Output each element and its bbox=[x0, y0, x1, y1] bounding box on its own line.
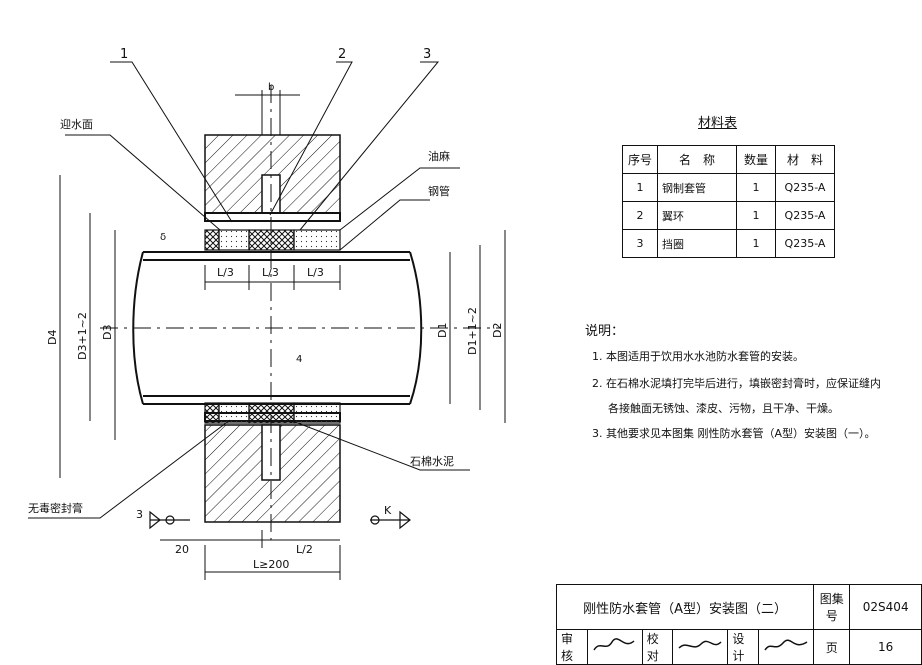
row-qty: 1 bbox=[736, 201, 776, 230]
table-row: 3 挡圈 1 Q235-A bbox=[622, 229, 835, 258]
row-qty: 1 bbox=[736, 173, 776, 202]
materials-table: 序号 名 称 数量 材 料 1 钢制套管 1 Q235-A 2 翼环 1 Q23… bbox=[622, 145, 835, 258]
section-k-label: K bbox=[384, 504, 392, 517]
dim-d1: D1 bbox=[436, 323, 449, 338]
design-signature bbox=[758, 629, 815, 665]
dim-d2: D2 bbox=[491, 323, 504, 338]
note-2-cont: 各接触面无锈蚀、漆皮、污物，且干净、干燥。 bbox=[608, 402, 839, 415]
dim-4: 4 bbox=[296, 354, 302, 365]
dim-delta: δ bbox=[160, 232, 166, 243]
callout-leaders bbox=[28, 61, 470, 519]
header-mat: 材 料 bbox=[775, 145, 835, 174]
callout-1: 1 bbox=[120, 47, 128, 62]
dim-d3p: D3+1~2 bbox=[76, 312, 89, 360]
check-signature-mark bbox=[678, 640, 722, 649]
atlas-no: 02S404 bbox=[849, 584, 922, 630]
row-mat: Q235-A bbox=[775, 201, 835, 230]
review-signature bbox=[586, 629, 643, 665]
table-row: 2 翼环 1 Q235-A bbox=[622, 201, 835, 230]
materials-header: 序号 名 称 数量 材 料 bbox=[622, 145, 835, 174]
header-name: 名 称 bbox=[657, 145, 737, 174]
table-row: 1 钢制套管 1 Q235-A bbox=[622, 173, 835, 202]
row-mat: Q235-A bbox=[775, 173, 835, 202]
notes-title: 说明： bbox=[585, 324, 625, 339]
dimension-lines bbox=[59, 90, 506, 580]
dim-l3-c: L/3 bbox=[307, 266, 324, 279]
dim-l3-a: L/3 bbox=[217, 266, 234, 279]
row-no: 2 bbox=[622, 201, 658, 230]
row-qty: 1 bbox=[736, 229, 776, 258]
design-label: 设计 bbox=[727, 629, 760, 665]
row-name: 钢制套管 bbox=[657, 173, 737, 202]
header-qty: 数量 bbox=[736, 145, 776, 174]
section-3-label: 3 bbox=[136, 508, 143, 521]
dim-l2: L/2 bbox=[296, 543, 313, 556]
atlas-label: 图集号 bbox=[813, 584, 851, 630]
packing-lower bbox=[204, 402, 341, 424]
wall-upper bbox=[204, 134, 341, 214]
drawing-title: 刚性防水套管（A型）安装图（二） bbox=[555, 584, 815, 630]
label-wudu: 无毒密封膏 bbox=[28, 501, 83, 515]
section-marks bbox=[149, 510, 411, 530]
callout-3: 3 bbox=[423, 47, 431, 62]
dim-d4: D4 bbox=[46, 330, 59, 345]
design-signature-mark bbox=[764, 639, 808, 650]
review-signature-mark bbox=[593, 637, 635, 650]
row-no: 3 bbox=[622, 229, 658, 258]
dim-d3: D3 bbox=[101, 325, 114, 340]
check-signature bbox=[672, 629, 729, 665]
dim-d1p: D1+1~2 bbox=[466, 307, 479, 355]
row-name: 翼环 bbox=[657, 201, 737, 230]
packing-upper bbox=[204, 229, 341, 251]
note-1: 1. 本图适用于饮用水水池防水套管的安装。 bbox=[592, 350, 804, 363]
check-label: 校对 bbox=[641, 629, 674, 665]
note-3: 3. 其他要求见本图集 刚性防水套管（A型）安装图（一）。 bbox=[592, 427, 876, 440]
callout-2: 2 bbox=[338, 47, 346, 62]
row-name: 挡圈 bbox=[657, 229, 737, 258]
label-youma: 油麻 bbox=[428, 149, 450, 163]
row-mat: Q235-A bbox=[775, 229, 835, 258]
dim-20: 20 bbox=[175, 543, 189, 556]
wall-lower bbox=[204, 424, 341, 523]
dim-l3-b: L/3 bbox=[262, 266, 279, 279]
row-no: 1 bbox=[622, 173, 658, 202]
header-no: 序号 bbox=[622, 145, 658, 174]
title-block: 刚性防水套管（A型）安装图（二） 图集号 02S404 审核 校对 设计 页 1… bbox=[555, 584, 922, 665]
label-gangguan: 钢管 bbox=[428, 184, 450, 198]
dim-lmin: L≥200 bbox=[253, 558, 289, 571]
dim-b: b bbox=[268, 82, 274, 93]
steel-pipe bbox=[100, 85, 500, 540]
review-label: 审核 bbox=[556, 629, 588, 665]
label-yingshuimian: 迎水面 bbox=[60, 118, 93, 131]
page-no: 16 bbox=[849, 629, 922, 665]
materials-title: 材料表 bbox=[698, 116, 738, 131]
label-shimian: 石棉水泥 bbox=[410, 454, 454, 468]
note-2: 2. 在石棉水泥填打完毕后进行，填嵌密封膏时，应保证缝内 bbox=[592, 377, 881, 390]
page-label: 页 bbox=[813, 629, 851, 665]
